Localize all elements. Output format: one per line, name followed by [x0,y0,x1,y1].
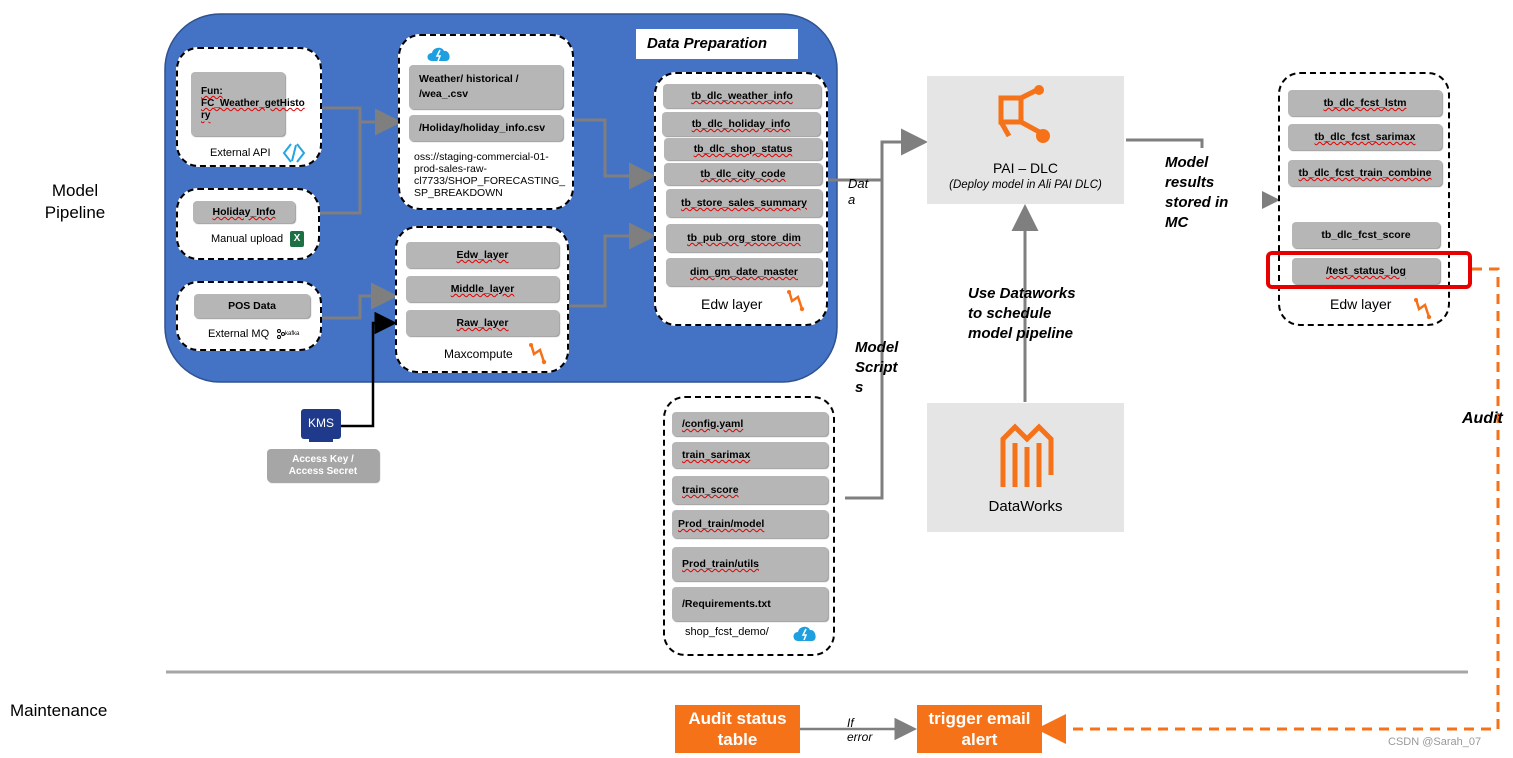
script-prod-train-utils: Prod_train/utils [672,547,828,581]
kms-stand [309,439,333,442]
edw-layer-group: tb_dlc_weather_info tb_dlc_holiday_info … [654,72,828,326]
edw-table-5: tb_pub_org_store_dim [666,224,822,252]
script-train-score: train_score [672,476,828,504]
maxcompute-caption: Maxcompute [444,347,513,361]
holiday-info-box: Holiday_Info [193,201,295,223]
external-mq-caption: External MQ [208,328,270,340]
maxcompute-layer-raw: Raw_layer [406,310,559,336]
result-table-sarimax: tb_dlc_fcst_sarimax [1288,124,1442,150]
result-table-test-status-log: /test_status_log [1292,258,1440,284]
model-results-label: Model results stored in MC [1165,154,1229,231]
script-prod-train-model: Prod_train/model [672,510,828,538]
edw-results-icon [1414,298,1432,320]
edw-icon [787,290,805,312]
script-config: /config.yaml [672,412,828,436]
external-api-group: Fun: FC_Weather_getHisto ry External API [176,47,322,167]
oss-path-text: oss://staging-commercial-01- prod-sales-… [414,151,566,199]
excel-icon: X [290,231,304,247]
edw-table-3: tb_dlc_city_code [664,163,822,185]
api-icon [282,143,306,163]
maxcompute-layer-middle: Middle_layer [406,276,559,302]
oss-cloud-icon [427,47,450,62]
model-scripts-group: /config.yaml train_sarimax train_score P… [663,396,835,656]
kafka-logo: kafka [276,329,299,339]
pai-dlc-subtitle: (Deploy model in Ali PAI DLC) [949,179,1102,191]
dataworks-title: DataWorks [988,498,1063,515]
maxcompute-layer-edw: Edw_layer [406,242,559,268]
maintenance-label: Maintenance [10,701,108,720]
pai-dlc-icon [998,85,1050,143]
pai-dlc-box: PAI – DLC (Deploy model in Ali PAI DLC) [927,76,1124,204]
edw-results-group: tb_dlc_fcst_lstm tb_dlc_fcst_sarimax tb_… [1278,72,1450,326]
watermark: CSDN @Sarah_07 [1388,736,1482,748]
if-error-label: If error [847,716,873,744]
oss-group: Weather/ historical / /wea_.csv /Holiday… [398,34,574,210]
manual-upload-group: Holiday_Info Manual upload X [176,188,320,260]
maxcompute-group: Edw_layer Middle_layer Raw_layer Maxcomp… [395,226,569,373]
use-dataworks-label: Use Dataworks to schedule model pipeline [968,285,1076,342]
edw-table-0: tb_dlc_weather_info [663,84,821,108]
weather-historical-box: Weather/ historical / /wea_.csv [409,65,563,109]
scripts-folder-caption: shop_fcst_demo/ [685,626,769,638]
test-status-highlight [1266,251,1472,289]
external-mq-group: POS Data External MQ kafka [176,281,322,351]
maxcompute-icon [529,343,547,365]
edw-table-2: tb_dlc_shop_status [664,138,822,160]
dataworks-icon [1000,423,1054,487]
dataworks-box: DataWorks [927,403,1124,532]
result-table-lstm: tb_dlc_fcst_lstm [1288,90,1442,116]
script-requirements: /Requirements.txt [672,587,828,621]
result-table-score: tb_dlc_fcst_score [1292,222,1440,248]
edw-table-6: dim_gm_date_master [666,258,822,286]
trigger-email-alert-box: trigger email alert [917,705,1042,753]
model-pipeline-label: Model Pipeline [44,181,106,222]
result-table-combine: tb_dlc_fcst_train_combine [1288,160,1442,186]
edw-table-1: tb_dlc_holiday_info [662,112,820,136]
weather-function-box: Fun: FC_Weather_getHisto ry [191,72,305,136]
data-preparation-title: Data Preparation [636,29,798,59]
edw-table-4: tb_store_sales_summary [666,189,822,217]
pos-data-box: POS Data [194,294,310,318]
model-scripts-label: Model Script s [855,339,899,396]
script-train-sarimax: train_sarimax [672,442,828,468]
data-label: Dat a [848,176,869,207]
edw-results-caption: Edw layer [1330,296,1392,312]
kms-logo: KMS [301,409,341,439]
edw-caption: Edw layer [701,296,763,312]
access-key-box: Access Key / Access Secret [267,449,379,482]
manual-upload-caption: Manual upload [211,233,284,245]
external-api-caption: External API [210,147,271,159]
audit-label: Audit [1462,410,1503,427]
audit-status-table-box: Audit status table [675,705,800,753]
holiday-csv-box: /Holiday/holiday_info.csv [409,115,563,141]
pai-dlc-title: PAI – DLC [992,160,1059,176]
oss-cloud-icon-scripts [793,626,816,641]
